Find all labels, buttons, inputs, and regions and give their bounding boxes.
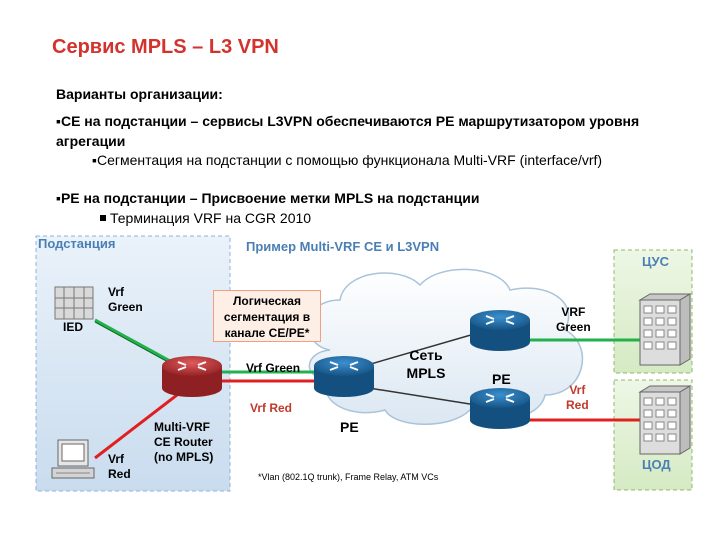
- pe-router-bottom-icon: [314, 356, 374, 397]
- cus-label: ЦУС: [642, 254, 669, 269]
- vrf-red-left-line2: Red: [108, 467, 131, 481]
- ied-label: IED: [63, 320, 84, 334]
- mpls-cloud-line2: MPLS: [406, 365, 446, 381]
- pe-router-right-bottom-icon: [470, 388, 530, 429]
- vrf-red-right-line1: Vrf: [569, 383, 586, 397]
- vrf-green-left-line1: Vrf: [108, 285, 125, 299]
- mpls-cloud: [307, 268, 584, 425]
- vrf-red-left-line1: Vrf: [108, 452, 125, 466]
- multivrf-line3: (no MPLS): [154, 450, 214, 464]
- bullet-pe-text: PE на подстанции – Присвоение метки MPLS…: [60, 190, 480, 206]
- example-title: Пример Multi-VRF CE и L3VPN: [246, 239, 440, 254]
- footnote: *Vlan (802.1Q trunk), Frame Relay, ATM V…: [258, 472, 439, 482]
- bullet-marker: ▪: [56, 190, 61, 206]
- vrf-green-right-line2: Green: [556, 320, 591, 334]
- vrf-red-left-label: Vrf Red: [108, 452, 131, 482]
- vrf-green-right-line1: VRF: [561, 305, 586, 319]
- bullet-segmentation-text: Сегментация на подстанции с помощью функ…: [96, 152, 603, 168]
- logical-segmentation-box: Логическая сегментация в канале CE/PE*: [213, 290, 321, 342]
- bullet-termination: Терминация VRF на CGR 2010: [100, 210, 311, 226]
- ied-device-icon: [54, 286, 94, 320]
- link-pc-red: [94, 383, 191, 460]
- bullet-termination-text: Терминация VRF на CGR 2010: [110, 210, 312, 226]
- bullet-segmentation: ▪Сегментация на подстанции с помощью фун…: [92, 150, 612, 170]
- square-bullet-icon: [100, 215, 106, 221]
- pe-bottom-label: PE: [340, 419, 359, 435]
- substation-label: Подстанция: [38, 236, 116, 251]
- vrf-red-mid-label: Vrf Red: [250, 401, 293, 415]
- vrf-green-left-line2: Green: [108, 300, 143, 314]
- multivrf-router-label: Multi-VRF CE Router (no MPLS): [154, 420, 213, 465]
- bullet-marker: ▪: [92, 152, 97, 168]
- bullet-ce-text: CE на подстанции – сервисы L3VPN обеспеч…: [56, 113, 640, 149]
- logic-box-line3: канале CE/PE*: [224, 326, 310, 340]
- bullet-intro: Варианты организации:: [56, 86, 223, 102]
- pe-right-label: PE: [492, 371, 511, 387]
- vrf-red-right-label: Vrf Red: [566, 383, 589, 413]
- multivrf-line1: Multi-VRF: [154, 420, 210, 434]
- cod-building-icon: [638, 385, 692, 455]
- multivrf-line2: CE Router: [154, 435, 213, 449]
- vrf-green-mid-label: Vrf Green: [246, 361, 301, 375]
- logic-box-line1: Логическая: [233, 294, 301, 308]
- logic-box-line2: сегментация в: [223, 310, 311, 324]
- cod-label: ЦОД: [642, 457, 671, 472]
- cus-building-icon: [638, 293, 692, 366]
- pc-icon: [51, 439, 95, 479]
- bullet-pe: ▪PE на подстанции – Присвоение метки MPL…: [56, 190, 479, 206]
- vrf-red-right-line2: Red: [566, 398, 589, 412]
- slide-title: Сервис MPLS – L3 VPN: [52, 36, 279, 58]
- vrf-green-left-label: Vrf Green: [108, 285, 143, 315]
- bullet-ce: ▪CE на подстанции – сервисы L3VPN обеспе…: [56, 111, 696, 151]
- mpls-cloud-label: Сеть MPLS: [398, 346, 454, 382]
- pe-router-top-icon: [470, 310, 530, 351]
- bullet-marker: ▪: [56, 113, 61, 129]
- vrf-green-right-label: VRF Green: [556, 305, 591, 335]
- multivrf-router-icon: [162, 356, 222, 397]
- mpls-cloud-line1: Сеть: [409, 347, 443, 363]
